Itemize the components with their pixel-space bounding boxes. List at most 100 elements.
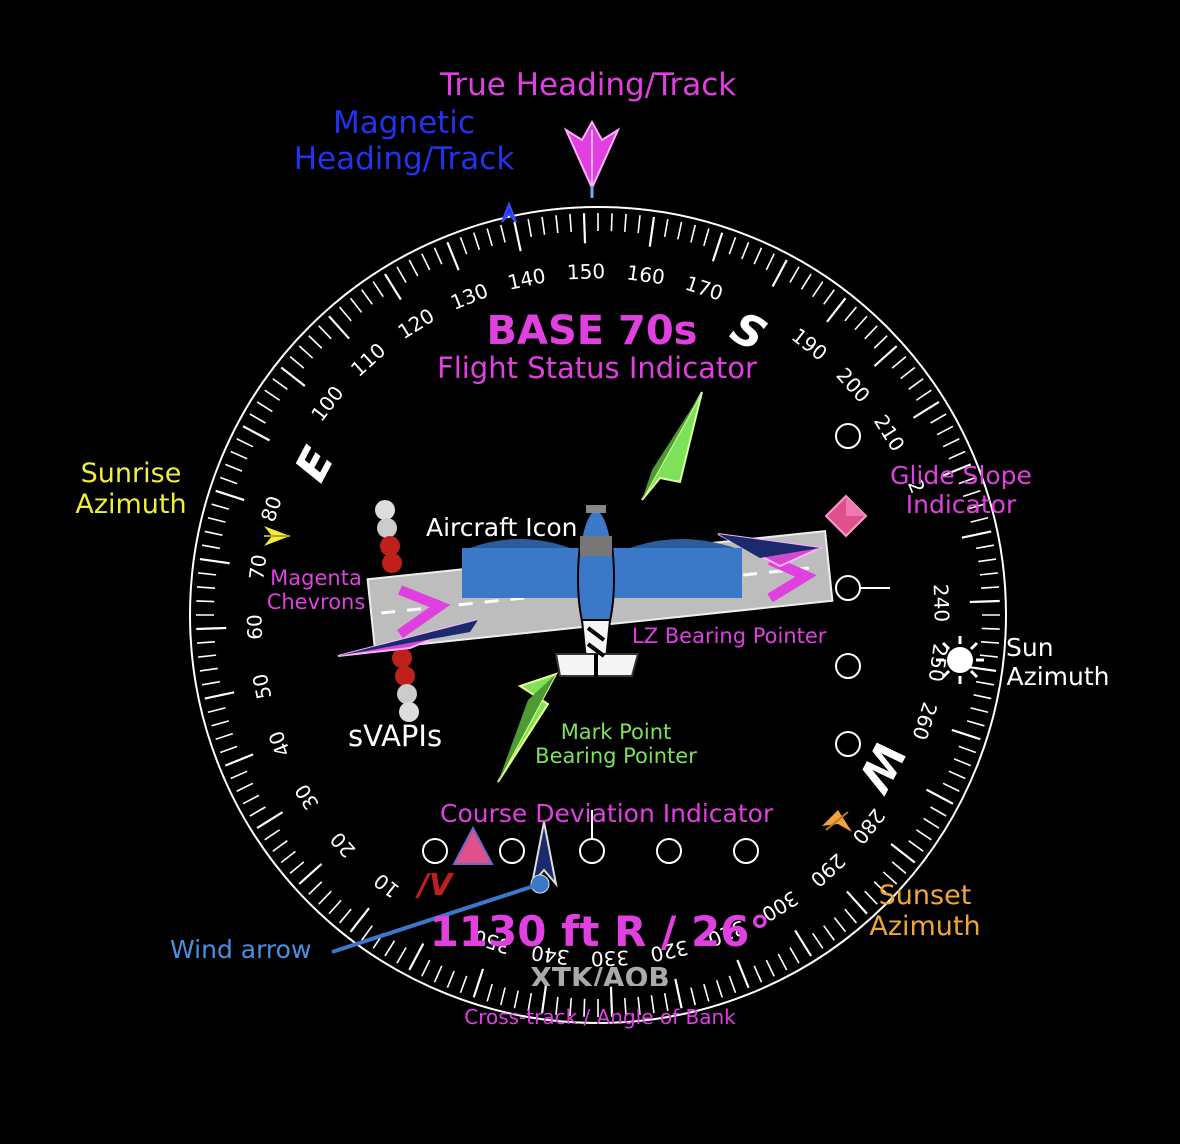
compass-tick xyxy=(338,908,352,924)
compass-tick xyxy=(674,978,683,1009)
compass-tick xyxy=(201,544,220,550)
compass-tick xyxy=(890,843,916,864)
compass-tick xyxy=(433,965,443,983)
aircraft-icon-label: Aircraft Icon xyxy=(426,513,578,542)
compass-tick xyxy=(703,983,710,1002)
compass-tick xyxy=(794,929,812,957)
compass-tick xyxy=(663,993,669,1012)
compass-tick xyxy=(823,925,835,941)
compass-tick xyxy=(958,745,977,754)
compass-tick xyxy=(908,840,924,852)
compass-tick xyxy=(569,998,573,1017)
cdi-triangle xyxy=(452,825,494,865)
compass-tick xyxy=(948,450,966,460)
compass-tick xyxy=(715,979,723,998)
compass-tick xyxy=(973,694,992,700)
mark-point-pointer xyxy=(497,672,559,783)
compass-number: 20 xyxy=(325,827,360,862)
compass-number: 190 xyxy=(787,323,832,365)
compass-tick xyxy=(969,599,1000,604)
compass-tick xyxy=(384,940,396,957)
compass-tick xyxy=(958,476,977,485)
compass-tick xyxy=(979,654,998,658)
compass-tick xyxy=(207,516,226,523)
sunset-azimuth-label: Sunset Azimuth xyxy=(860,880,990,942)
magenta-chevrons-label: Magenta Chevrons xyxy=(262,566,370,614)
compass-tick xyxy=(925,788,954,805)
svapis-label: sVAPIs xyxy=(348,719,443,753)
compass-tick xyxy=(942,438,960,448)
compass-tick xyxy=(289,861,305,875)
xtk-aob-label: XTK/AOB xyxy=(530,962,670,986)
glide-slope-line2: Indicator xyxy=(905,489,1017,519)
compass-tick xyxy=(936,425,954,436)
sunrise-line2: Azimuth xyxy=(75,489,187,521)
lz-bearing-pointer xyxy=(337,533,824,657)
compass-tick xyxy=(623,998,627,1017)
compass-tick xyxy=(204,530,223,536)
compass-number: 330 xyxy=(590,946,629,971)
compass-tick xyxy=(555,996,559,1015)
compass-tick xyxy=(741,241,750,260)
compass-tick xyxy=(663,218,669,237)
compass-tick xyxy=(230,450,248,460)
compass-tick xyxy=(224,753,254,767)
compass-tick xyxy=(236,782,254,792)
compass-tick xyxy=(384,273,402,301)
compass-tick xyxy=(256,811,284,829)
sunrise-icon xyxy=(264,526,290,546)
magnetic-heading-line2: Heading/Track xyxy=(293,140,515,177)
cdi-scale xyxy=(422,810,759,864)
compass-tick xyxy=(753,247,763,265)
compass-tick xyxy=(978,558,997,563)
compass-tick xyxy=(637,996,641,1015)
compass-tick xyxy=(198,654,217,658)
compass-number: 200 xyxy=(832,363,875,407)
compass-tick xyxy=(446,970,455,989)
sunrise-azimuth-label: Sunrise Azimuth xyxy=(66,458,196,520)
compass-tick xyxy=(951,728,981,741)
compass-tick xyxy=(318,890,332,905)
compass-tick xyxy=(459,975,468,994)
compass-tick xyxy=(736,959,750,989)
compass-tick xyxy=(970,516,989,523)
compass-tick xyxy=(873,335,888,349)
compass-tick xyxy=(298,863,323,885)
glide-slope-label: Glide Slope Indicator xyxy=(884,461,1038,520)
compass-tick xyxy=(930,806,947,817)
compass-tick xyxy=(961,530,992,539)
flight-status-label: Flight Status Indicator xyxy=(437,351,757,385)
compass-tick xyxy=(583,998,586,1017)
compass-number: 260 xyxy=(907,699,942,743)
glide-slope-diamond xyxy=(824,494,868,538)
compass-tick xyxy=(196,640,215,644)
compass-tick xyxy=(677,221,683,240)
compass-tick xyxy=(891,355,907,369)
compass-tick xyxy=(219,476,238,485)
compass-tick xyxy=(882,871,898,885)
compass-tick xyxy=(272,378,288,390)
compass-tick xyxy=(923,817,940,829)
compass-tick xyxy=(728,975,737,994)
compass-tick xyxy=(198,572,217,576)
compass-tick xyxy=(308,335,323,349)
compass-tick xyxy=(318,325,332,340)
compass-tick xyxy=(981,640,1000,644)
compass-tick xyxy=(846,890,868,915)
compass-tick xyxy=(361,289,373,305)
compass-tick xyxy=(979,572,998,576)
compass-tick xyxy=(289,355,305,369)
compass-tick xyxy=(230,770,248,780)
compass-tick xyxy=(823,289,835,305)
compass-tick xyxy=(915,829,932,841)
compass-tick xyxy=(486,983,493,1002)
compass-tick xyxy=(196,600,215,603)
true-heading-label: True Heading/Track xyxy=(440,67,737,103)
sunset-icon xyxy=(822,810,852,832)
compass-tick xyxy=(976,680,995,686)
compass-tick xyxy=(623,213,627,232)
compass-cardinal-w: W xyxy=(846,732,915,801)
compass-tick xyxy=(308,881,323,895)
cross-track-caption: Cross-track / Angle of Bank xyxy=(464,1005,736,1029)
compass-tick xyxy=(690,224,697,243)
